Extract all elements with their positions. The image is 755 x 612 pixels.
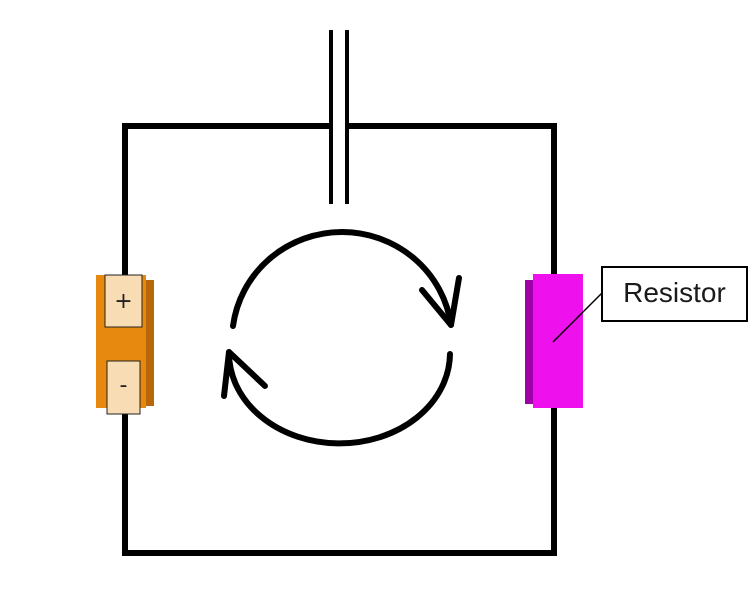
battery-negative-label: -	[120, 373, 128, 398]
wire-bottom	[122, 411, 557, 556]
callout-leader-line	[552, 291, 604, 343]
capacitor-gap	[329, 30, 349, 204]
arrowhead-lower	[221, 349, 268, 399]
arrowhead-upper	[419, 275, 462, 328]
battery-positive-label: +	[114, 289, 132, 314]
battery-positive-terminal	[104, 274, 143, 328]
callout-box	[601, 266, 748, 322]
arrow-arc-upper	[230, 229, 454, 329]
circular-arrows-icon	[221, 229, 462, 447]
wire-top-right	[346, 123, 557, 281]
arrow-arc-lower	[225, 349, 453, 447]
resistor	[525, 274, 583, 408]
resistor-label: Resistor	[623, 277, 726, 308]
circuit-wires	[122, 123, 557, 556]
wire-top-left	[122, 123, 332, 275]
battery-negative-terminal	[106, 360, 141, 415]
resistor-callout: Resistor	[552, 266, 748, 343]
battery: + -	[96, 274, 154, 415]
resistor-body	[533, 274, 583, 408]
